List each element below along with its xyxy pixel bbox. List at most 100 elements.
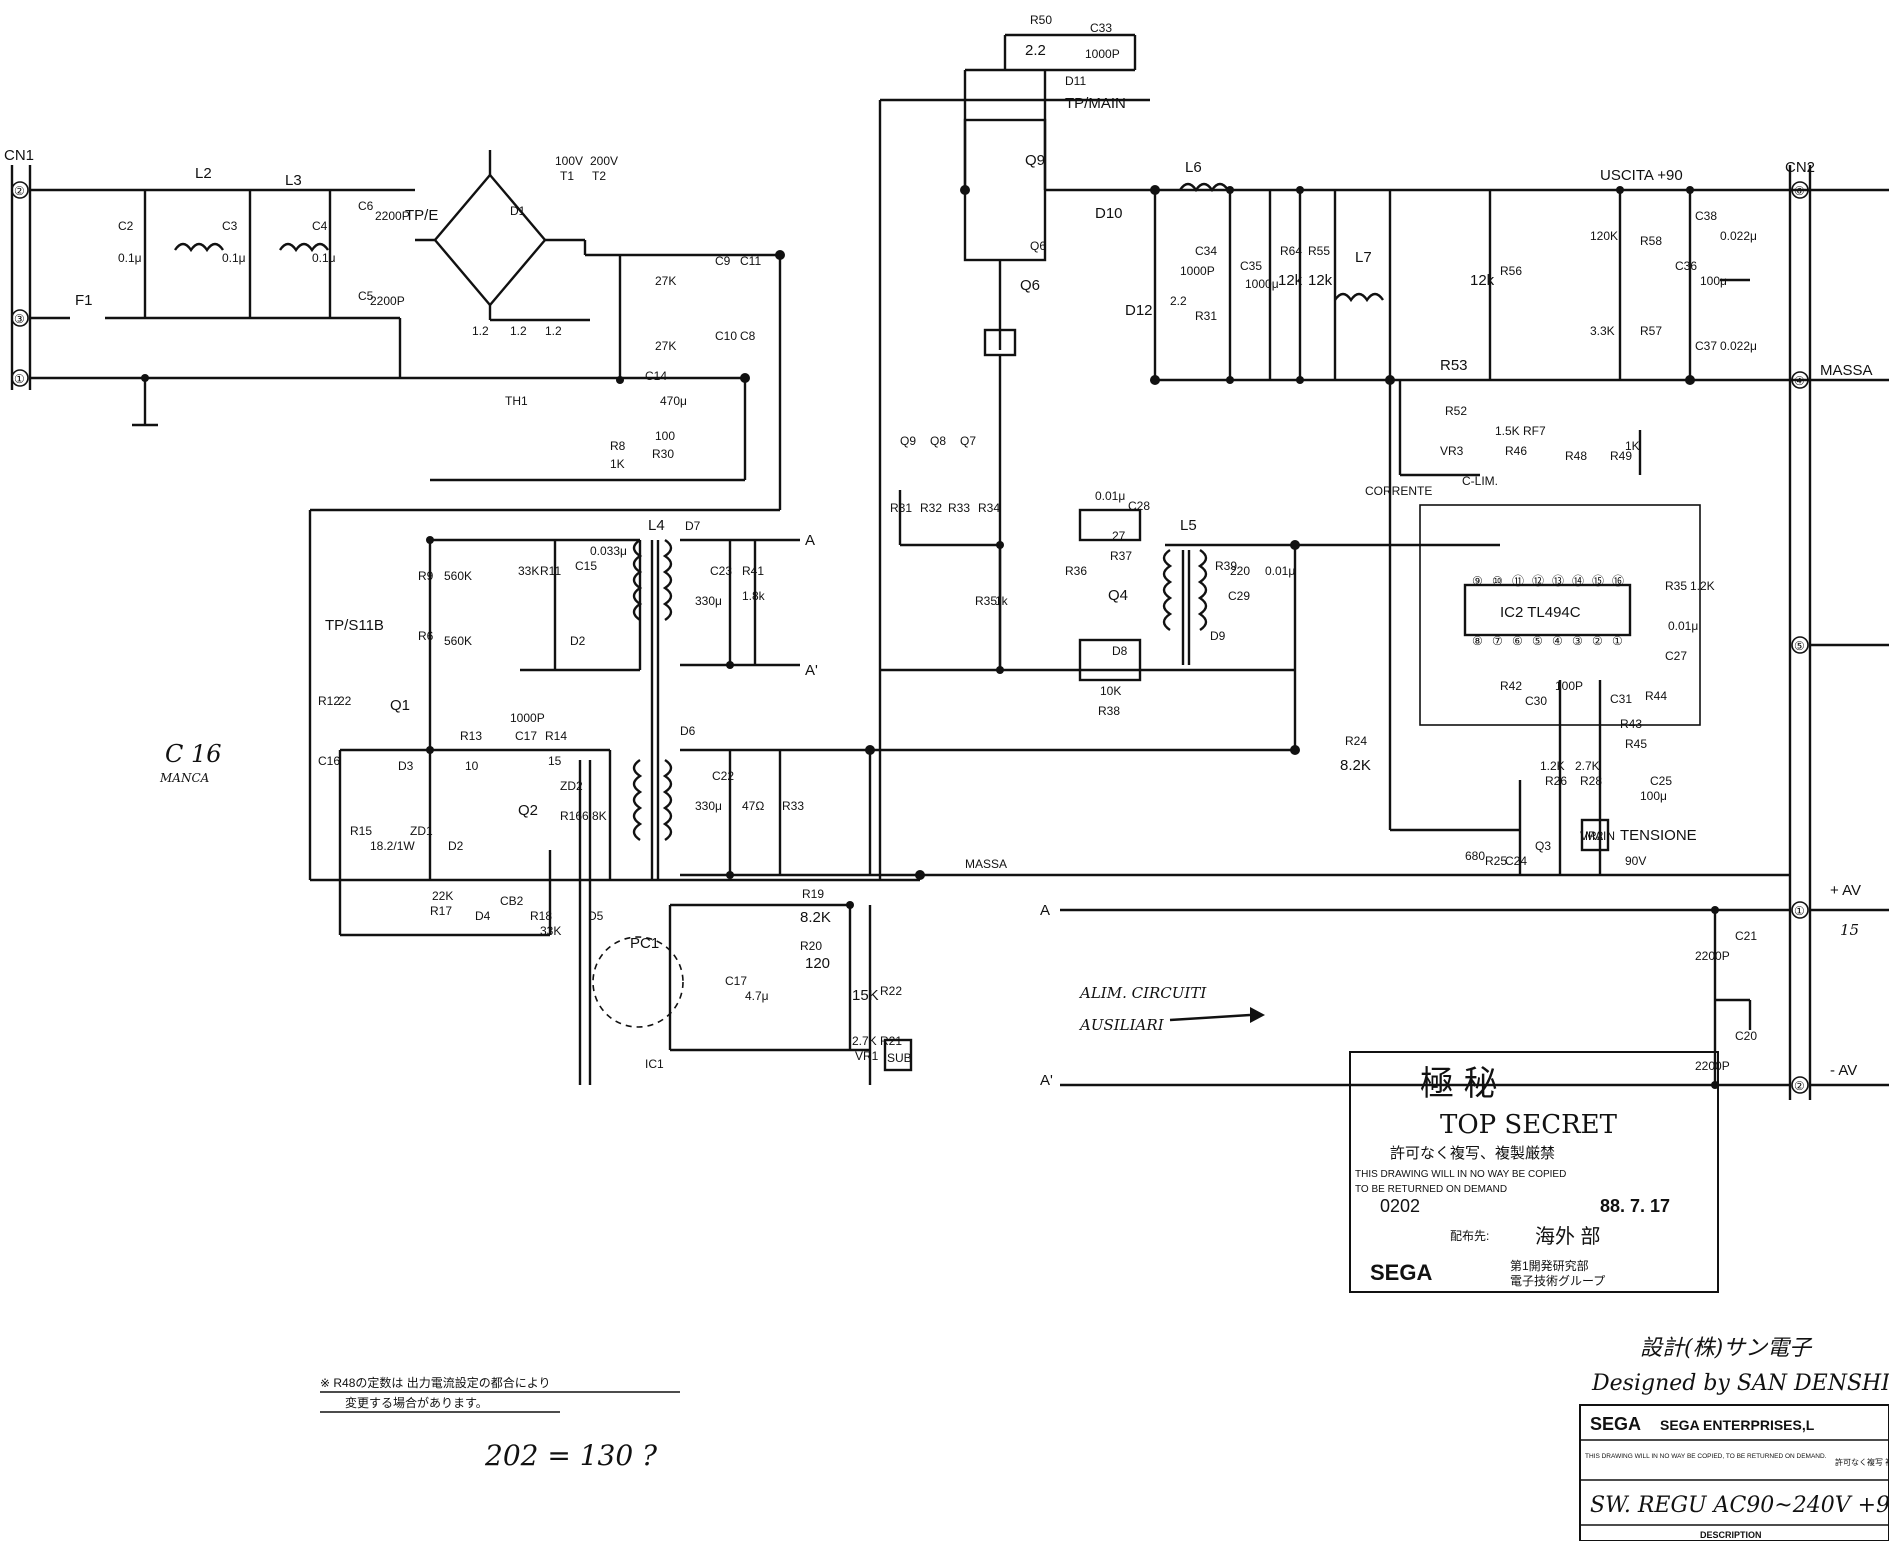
d6-label: D6 [680, 724, 696, 738]
c6-label: C6 [358, 199, 374, 213]
uscita-label: USCITA +90 [1600, 167, 1683, 184]
r37-value: 27 [1112, 529, 1126, 543]
tp51b-label: TP/S11B [325, 617, 384, 634]
c25-value: 100μ [1640, 789, 1667, 803]
cn2-pin-5: ② [1794, 1079, 1805, 1093]
r16-value: 6.8K [582, 809, 607, 823]
ic2-top-pin-7: ⑮ [1592, 574, 1604, 588]
d1-label: D1 [510, 204, 526, 218]
r6-value: 560K [444, 634, 472, 648]
r18-label: R18 [530, 909, 552, 923]
r32-label: R32 [920, 501, 942, 515]
c15-value: 0.033μ [590, 544, 627, 558]
r22-value: 15K [852, 987, 879, 1004]
v200-label: 200V [590, 154, 618, 168]
ic2-top-pin-8: ⑯ [1612, 574, 1624, 588]
r28-label: R28 [1580, 774, 1602, 788]
r19-value: 8.2K [800, 909, 831, 926]
c22-value: 330μ [695, 799, 722, 813]
c25-label: C25 [1650, 774, 1672, 788]
r41-value: 1.8k [742, 589, 766, 603]
r35-value: 1k [995, 594, 1009, 608]
c20-value: 2200P [1695, 1059, 1730, 1073]
r43-label: R43 [1620, 717, 1642, 731]
ic2-bottom-pin-6: ③ [1572, 634, 1583, 648]
r25-label: R25 [1485, 854, 1507, 868]
top-secret-stamp: 極 秘 TOP SECRET 許可なく複写、複製厳禁 THIS DRAWING … [1349, 1051, 1719, 1293]
c27-label: C27 [1665, 649, 1687, 663]
d11-label: D11 [1065, 74, 1086, 88]
cn2-pin-2: ④ [1794, 374, 1805, 388]
r3-value: 1.2 [545, 324, 562, 338]
plus-av-label: + AV [1830, 882, 1861, 899]
r17-label: R17 [430, 904, 452, 918]
stamp-dist-value: 海外 部 [1535, 1225, 1601, 1248]
tpe-label: TP/E [405, 207, 438, 224]
l5-label: L5 [1180, 517, 1197, 534]
r31t-label: R31 [890, 501, 912, 515]
sub-label: SUB [887, 1051, 912, 1065]
ic2-top-pin-3: ⑪ [1512, 574, 1524, 588]
r20-label: R20 [800, 939, 822, 953]
q4-label: Q4 [1108, 587, 1128, 604]
c33-label: C33 [1090, 21, 1112, 35]
r48-label: R48 [1565, 449, 1587, 463]
alim-arrowhead [1250, 1007, 1265, 1023]
c15-label: C15 [575, 559, 597, 573]
cn1-pin-2: ③ [14, 312, 25, 326]
stamp-top-secret: TOP SECRET [1440, 1110, 1618, 1140]
r5-label: 27K [655, 339, 676, 353]
d2-label: D2 [570, 634, 586, 648]
ic2-label: IC2 TL494C [1500, 604, 1581, 621]
r39-value: 220 [1230, 564, 1250, 578]
c23-value: 330μ [695, 594, 722, 608]
r20-value: 120 [805, 955, 830, 972]
c16-mancha-2: MANCA [159, 771, 210, 785]
tensione-label: TENSIONE [1620, 827, 1697, 844]
q6a-label: Q6 [1030, 239, 1046, 253]
c4-value: 0.1μ [312, 251, 336, 265]
ic2-top-pin-1: ⑨ [1472, 574, 1483, 588]
massa-out-label: MASSA [1820, 362, 1873, 379]
c28-value: 0.01μ [1095, 489, 1125, 503]
d9-label: D9 [1210, 629, 1226, 643]
q2-label: Q2 [518, 802, 538, 819]
r38-label: R38 [1098, 704, 1120, 718]
r15-value: 18.2/1W [370, 839, 415, 853]
stamp-dept: 第1開発研究部 [1510, 1258, 1589, 1273]
r49-value: 1K [1625, 439, 1640, 453]
v100-label: 100V [555, 154, 583, 168]
r57-label: R57 [1640, 324, 1662, 338]
r55-value: 12k [1308, 272, 1333, 289]
r34-label: R34 [978, 501, 1000, 515]
footnote-1: ※ R48の定数は 出力電流設定の都合により [320, 1375, 551, 1390]
r38-value: 10K [1100, 684, 1121, 698]
stamp-number: 0202 [1380, 1196, 1420, 1216]
ic2-bottom-pin-8: ① [1612, 634, 1623, 648]
r45-label: R45 [1625, 737, 1647, 751]
r9-label: R9 [418, 569, 434, 583]
footnote-2: 変更する場合があります。 [345, 1395, 488, 1410]
ic2-bottom-pin-5: ④ [1552, 634, 1563, 648]
r11-label: R11 [540, 564, 561, 578]
c30-label: C30 [1525, 694, 1547, 708]
c21-value: 2200P [1695, 949, 1730, 963]
c2-label: C2 [118, 219, 134, 233]
c11-label: C11 [740, 254, 761, 268]
ic2-top-pin-4: ⑫ [1532, 574, 1544, 588]
q3-label: Q3 [1535, 839, 1551, 853]
r6-label: R6 [418, 629, 434, 643]
ic1-label: IC1 [645, 1057, 664, 1071]
rf7-label: 1.5K RF7 [1495, 424, 1546, 438]
designed-by: Designed by SAN DENSHI [1591, 1371, 1889, 1396]
r30-value: 100 [655, 429, 675, 443]
c21-label: C21 [1735, 929, 1757, 943]
th1-label: TH1 [505, 394, 528, 408]
d8-label: D8 [1112, 644, 1128, 658]
ic2-bottom-pin-7: ② [1592, 634, 1603, 648]
r14-label: R14 [545, 729, 567, 743]
c17b-label: C17 [725, 974, 747, 988]
c17b-value: 4.7μ [745, 989, 769, 1003]
drawing-title: SW. REGU AC90~240V +90V [1590, 1493, 1889, 1518]
a-in-label: A [1040, 902, 1050, 919]
